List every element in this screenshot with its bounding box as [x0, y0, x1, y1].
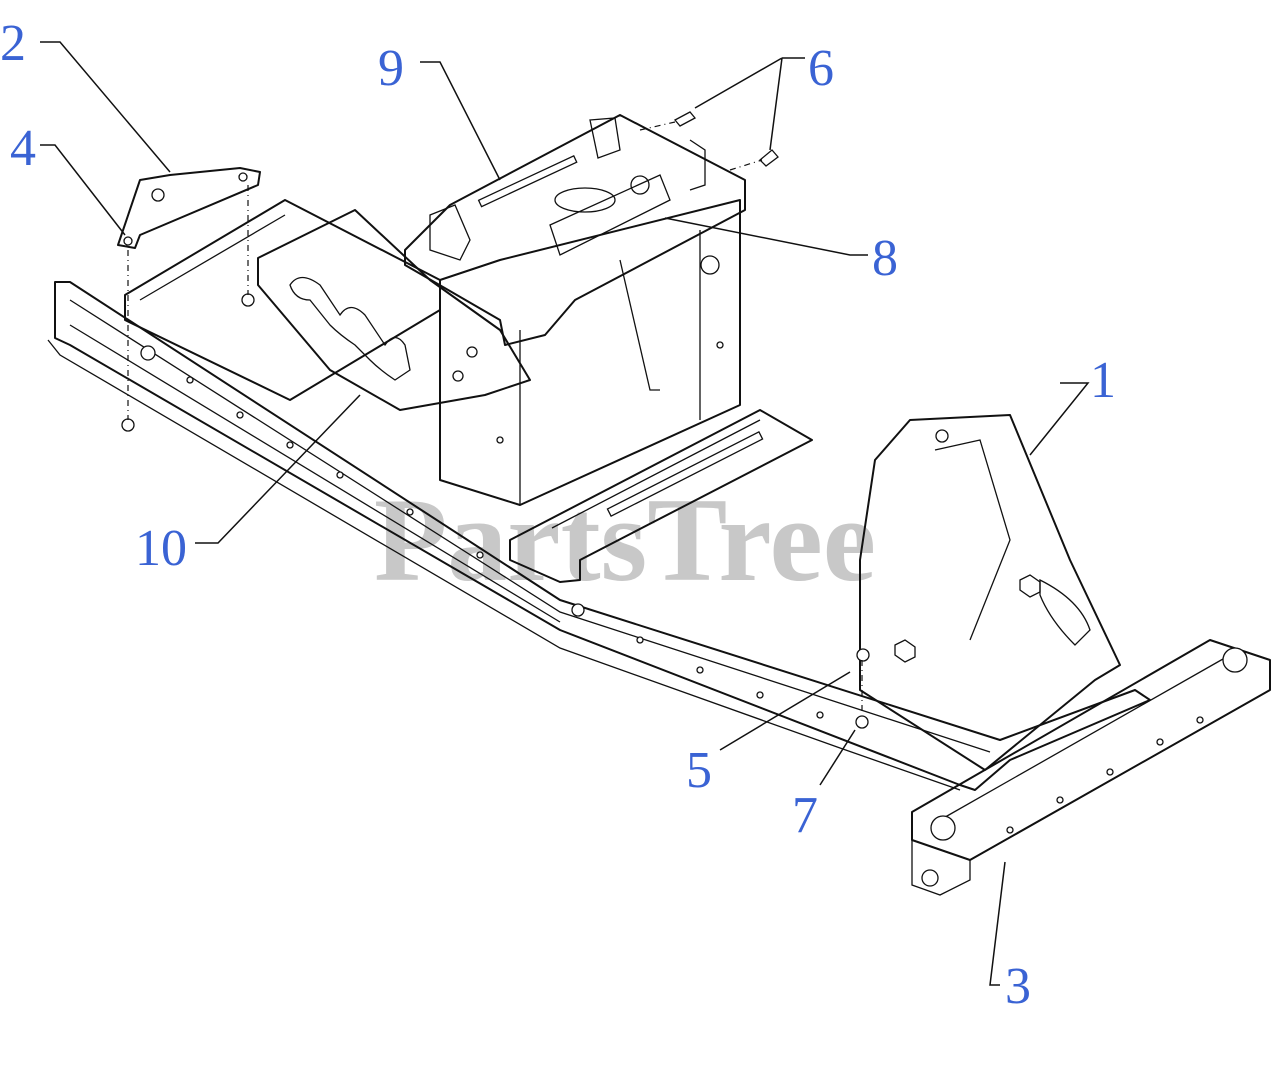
- seat-pan: [404, 114, 746, 346]
- bracket-2: [117, 167, 261, 249]
- watermark-text: PartsTree: [374, 473, 876, 606]
- frame-rail: [47, 281, 1151, 791]
- callouts: 1 2 3 4 5 6 7 8 9 10: [0, 15, 1116, 1015]
- callout-5: 5: [686, 742, 712, 799]
- callout-7: 7: [792, 787, 818, 844]
- cross-plate: [509, 409, 813, 583]
- seat-support-tower: [439, 199, 741, 506]
- callout-1: 1: [1090, 352, 1116, 409]
- hardware: [121, 111, 870, 729]
- callout-9: 9: [378, 40, 404, 97]
- front-support-bracket: [859, 414, 1121, 771]
- callout-4: 4: [10, 120, 36, 177]
- callout-2: 2: [0, 15, 26, 72]
- callout-3: 3: [1005, 958, 1031, 1015]
- front-cross-member: [911, 639, 1271, 896]
- leader-lines: [40, 41, 1090, 986]
- shift-plate: [257, 209, 531, 411]
- callout-6: 6: [808, 40, 834, 97]
- callout-10: 10: [135, 520, 187, 577]
- callout-8: 8: [872, 230, 898, 287]
- rear-deck-plate: [124, 199, 441, 401]
- assembly-lines: [127, 121, 863, 715]
